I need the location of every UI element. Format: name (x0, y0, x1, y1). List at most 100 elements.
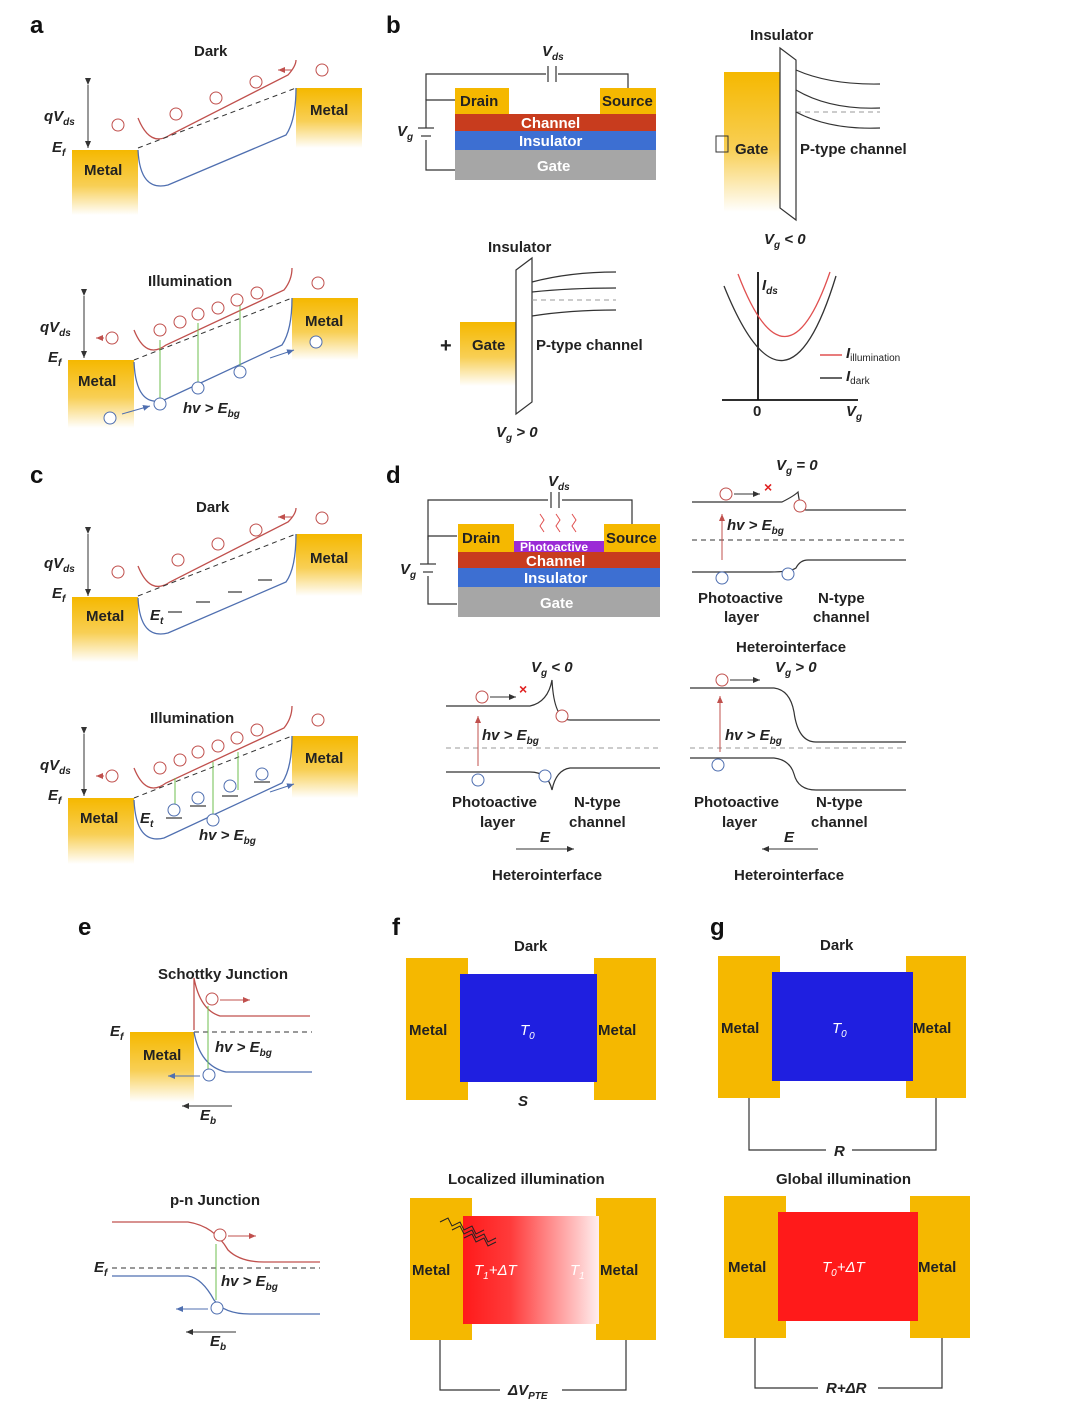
vpte-label: ΔVPTE (507, 1382, 548, 1402)
ptype-label: P-type channel (800, 141, 907, 158)
illumination-title: Illumination (150, 710, 234, 727)
r-label: R (834, 1143, 845, 1160)
metal-label: Metal (143, 1047, 181, 1064)
dark-title: Dark (194, 43, 228, 60)
photoactive-label: Photoactive (520, 540, 588, 554)
panel-label-g: g (710, 914, 725, 941)
e-field-label: E (540, 829, 551, 846)
gate-layer (458, 587, 660, 617)
eb-label: Eb (200, 1107, 216, 1127)
metal-left-label: Metal (84, 162, 122, 179)
t1-label: T1 (570, 1262, 585, 1282)
vds-label: Vds (548, 473, 570, 493)
hole-icon (715, 571, 729, 585)
metal-right-label: Metal (913, 1020, 951, 1037)
metal-left-label: Metal (412, 1262, 450, 1279)
channel-label: channel (811, 814, 868, 831)
layer-label: layer (724, 609, 759, 626)
insulator-top-label: Insulator (750, 27, 814, 44)
source-label: Source (606, 530, 657, 547)
qvds-label: qVds (40, 319, 71, 339)
metal-right (296, 88, 362, 148)
drain-label: Drain (462, 530, 500, 547)
qvds-label: qVds (44, 555, 75, 575)
drain-electrode (458, 524, 514, 552)
localized-title: Localized illumination (448, 1171, 605, 1188)
electron-icon (111, 63, 329, 132)
insulator-layer (455, 131, 656, 150)
vg-neg-label: Vg < 0 (764, 231, 806, 251)
panel-label-e: e (78, 914, 91, 941)
plus-sign: + (440, 335, 452, 357)
hv-label: hv > Ebg (727, 517, 784, 537)
electron-icon (715, 673, 729, 687)
electron-icon (793, 499, 807, 513)
metal-left (724, 1196, 786, 1338)
source-label: Source (602, 93, 653, 110)
metal-left-label: Metal (721, 1020, 759, 1037)
ids-label: Ids (762, 277, 778, 297)
photoactive-layer (514, 541, 604, 552)
light-wave-icon (439, 1217, 497, 1247)
panel-d-band-vg-negative: Vg < 0 × hv > Ebg Photoactive layer N-ty… (446, 659, 660, 884)
metal-right-label: Metal (305, 313, 343, 330)
electron-icon (555, 709, 569, 723)
channel-layer (455, 114, 656, 131)
metal-right-label: Metal (310, 550, 348, 567)
hv-label: hv > Ebg (183, 400, 240, 420)
metal-right-label: Metal (310, 102, 348, 119)
ptype-label: P-type channel (536, 337, 643, 354)
panel-label-d: d (386, 462, 401, 489)
hole-icon (167, 767, 269, 827)
vg-pos-label: Vg > 0 (775, 659, 817, 679)
metal-left (72, 597, 138, 662)
vg-axis-label: Vg (846, 403, 862, 423)
gate-metal (460, 322, 516, 386)
ntype-label: N-type (816, 794, 863, 811)
t0-label: T0 (520, 1022, 535, 1042)
metal-left-label: Metal (728, 1259, 766, 1276)
channel-label: Channel (526, 553, 585, 570)
legend-dark: Idark (846, 368, 871, 387)
panel-label-b: b (386, 12, 401, 39)
hv-label: hv > Ebg (725, 727, 782, 747)
hv-label: hv > Ebg (215, 1039, 272, 1059)
ef-label: Ef (48, 787, 63, 807)
dark-title: Dark (514, 938, 548, 955)
electron-icon (205, 992, 219, 1006)
hv-label: hv > Ebg (199, 827, 256, 847)
metal-left-label: Metal (80, 810, 118, 827)
panel-e-schottky: Schottky Junction Metal Ef hv > Ebg Eb (110, 966, 312, 1127)
ef-label: Ef (94, 1259, 109, 1279)
electron-icon (105, 276, 325, 345)
layer-label: layer (722, 814, 757, 831)
panel-c-dark: Dark Metal Metal qVds Ef Et (44, 499, 362, 662)
panel-label-a: a (30, 12, 44, 39)
electron-icon (105, 713, 325, 783)
metal-left (718, 956, 780, 1098)
channel-layer (458, 552, 660, 568)
drain-electrode (455, 88, 509, 114)
heterointerface-label: Heterointerface (492, 867, 602, 884)
insulator-label: Insulator (524, 570, 588, 587)
panel-d-band-vg-zero: Vg = 0 × hv > Ebg Photoactive layer N-ty… (692, 457, 906, 656)
channel-block (778, 1212, 918, 1321)
dark-title: Dark (820, 937, 854, 954)
channel-block (463, 1216, 599, 1324)
ef-label: Ef (48, 349, 63, 369)
t0-label: T0 (832, 1020, 847, 1040)
et-label: Et (140, 810, 154, 830)
photoactive-label: Photoactive (698, 590, 783, 607)
panel-label-f: f (392, 914, 401, 941)
origin-label: 0 (753, 403, 761, 420)
electron-icon (475, 690, 489, 704)
t0-dt-label: T0+ΔT (822, 1259, 867, 1279)
dark-title: Dark (196, 499, 230, 516)
metal-right (594, 958, 656, 1100)
panel-label-c: c (30, 462, 43, 489)
layer-label: layer (480, 814, 515, 831)
pn-title: p-n Junction (170, 1192, 260, 1209)
hv-label: hv > Ebg (221, 1273, 278, 1293)
s-label: S (518, 1093, 528, 1110)
photoactive-label: Photoactive (452, 794, 537, 811)
